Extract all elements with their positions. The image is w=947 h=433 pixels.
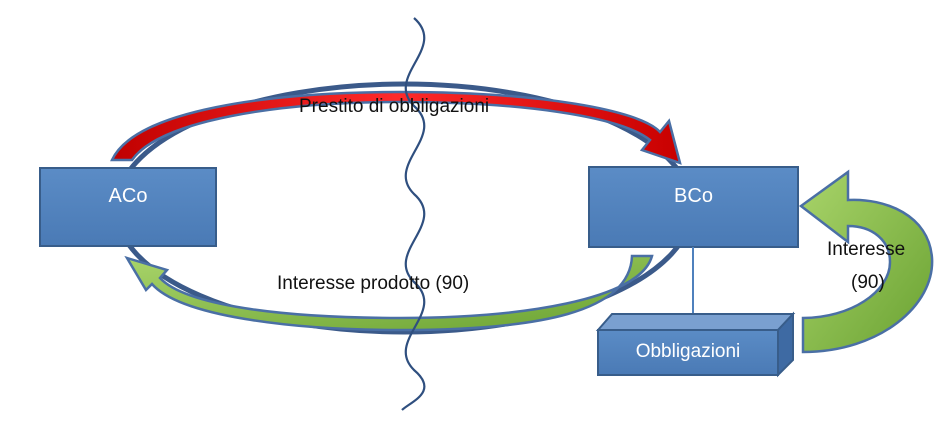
loan-arrow [110, 90, 682, 165]
aco-box [39, 167, 217, 247]
wave-divider [401, 17, 426, 411]
bonds-label: Obbligazioni [635, 341, 741, 362]
bco-box [588, 166, 799, 248]
bonds-box [595, 311, 796, 378]
bco-label: BCo [674, 185, 713, 207]
loan-label: Prestito di obbligazioni [299, 96, 490, 117]
interest-right-label-line1: Interesse [827, 239, 906, 260]
interest-produced-label: Interesse prodotto (90) [277, 273, 470, 294]
interest-right-label-line2: (90) [851, 272, 885, 293]
aco-label: ACo [108, 185, 148, 207]
interest-produced-arrow [124, 254, 654, 332]
interest-right-arrow [798, 169, 934, 354]
